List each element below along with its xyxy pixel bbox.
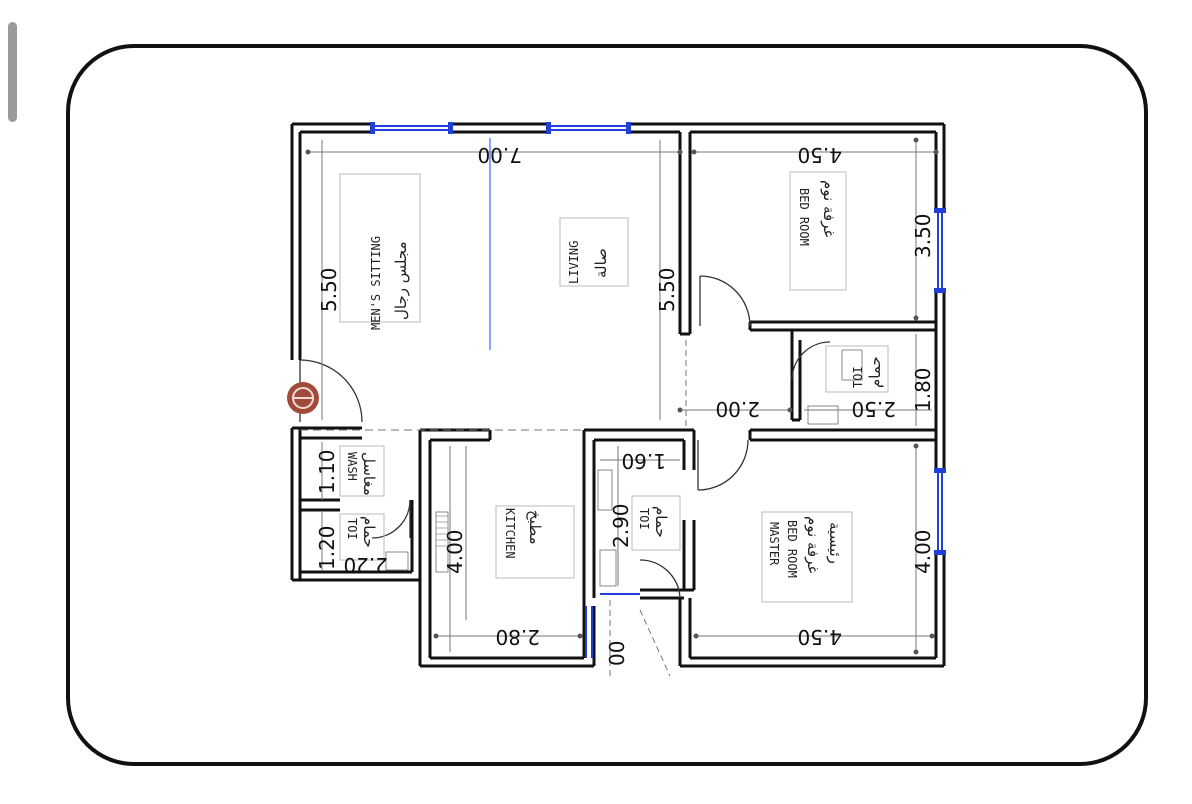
master-label-line2: BED ROOM — [785, 520, 799, 578]
dim-toi-left-width: 2.20 — [343, 553, 388, 577]
dim-stair-partial: 00 — [605, 641, 629, 666]
kitchen-label-ar: مطبخ — [526, 510, 544, 545]
dim-center-height: 5.50 — [655, 267, 679, 312]
toilet-center-label: TOI — [637, 508, 651, 530]
toilet-center-label-ar: حمام — [652, 506, 670, 538]
master-label-line1: MASTER — [767, 522, 781, 566]
dim-master-height: 4.00 — [911, 529, 935, 574]
dim-bedroom-width: 4.50 — [797, 143, 842, 167]
living-label-ar: صالة — [592, 248, 610, 278]
master-label-ar-line2: رئيسية — [826, 522, 844, 564]
dimension-ticks — [305, 137, 939, 655]
mens-sitting-label: MEN'S SITTING — [369, 236, 383, 330]
dim-kitchen-width: 2.80 — [495, 625, 540, 649]
wash-label: WASH — [345, 452, 359, 481]
scroll-indicator[interactable] — [8, 22, 17, 122]
dim-bedroom-height: 3.50 — [911, 213, 935, 258]
toilet-left-label-ar: حمام — [360, 516, 378, 548]
windows — [372, 125, 943, 658]
doors — [299, 275, 831, 599]
window-ends — [370, 122, 946, 555]
bed-room-label: BED ROOM — [797, 188, 811, 246]
dim-toilet-width: 2.50 — [851, 397, 896, 421]
living-label: LIVING — [567, 241, 581, 284]
mens-sitting-label-ar: مجلس رجال — [392, 241, 410, 320]
master-label-ar-line1: غرفة نوم — [804, 516, 822, 573]
dim-wash-height: 1.10 — [315, 449, 339, 494]
wash-label-ar: مغاسل — [360, 452, 378, 496]
dim-master-width: 4.50 — [797, 625, 842, 649]
dim-toi-center-height: 2.90 — [609, 503, 633, 548]
dim-toi-center-width: 1.60 — [621, 449, 666, 473]
kitchen-counter-hatch — [436, 515, 448, 547]
toilet-small-label-ar: حمام — [866, 356, 884, 388]
dim-left-height: 5.50 — [317, 267, 341, 312]
kitchen-label: KITCHEN — [503, 508, 517, 559]
dim-toi-left-height: 1.20 — [315, 525, 339, 570]
fixtures — [385, 349, 863, 587]
dim-toilet-height: 1.80 — [911, 367, 935, 412]
dim-kitchen-height: 4.00 — [443, 529, 467, 574]
entrance-knob-icon — [287, 382, 319, 414]
dim-corridor-width: 2.00 — [715, 397, 760, 421]
toilet-small-label: TOI — [851, 366, 865, 388]
dimension-lines — [300, 140, 936, 677]
walls — [290, 122, 946, 668]
toilet-left-label: TOI — [345, 518, 359, 540]
label-boxes — [339, 171, 889, 603]
dim-top-width: 7.00 — [477, 143, 522, 167]
bed-room-label-ar: غرفة نوم — [820, 180, 838, 237]
drawing-frame — [66, 44, 1148, 766]
